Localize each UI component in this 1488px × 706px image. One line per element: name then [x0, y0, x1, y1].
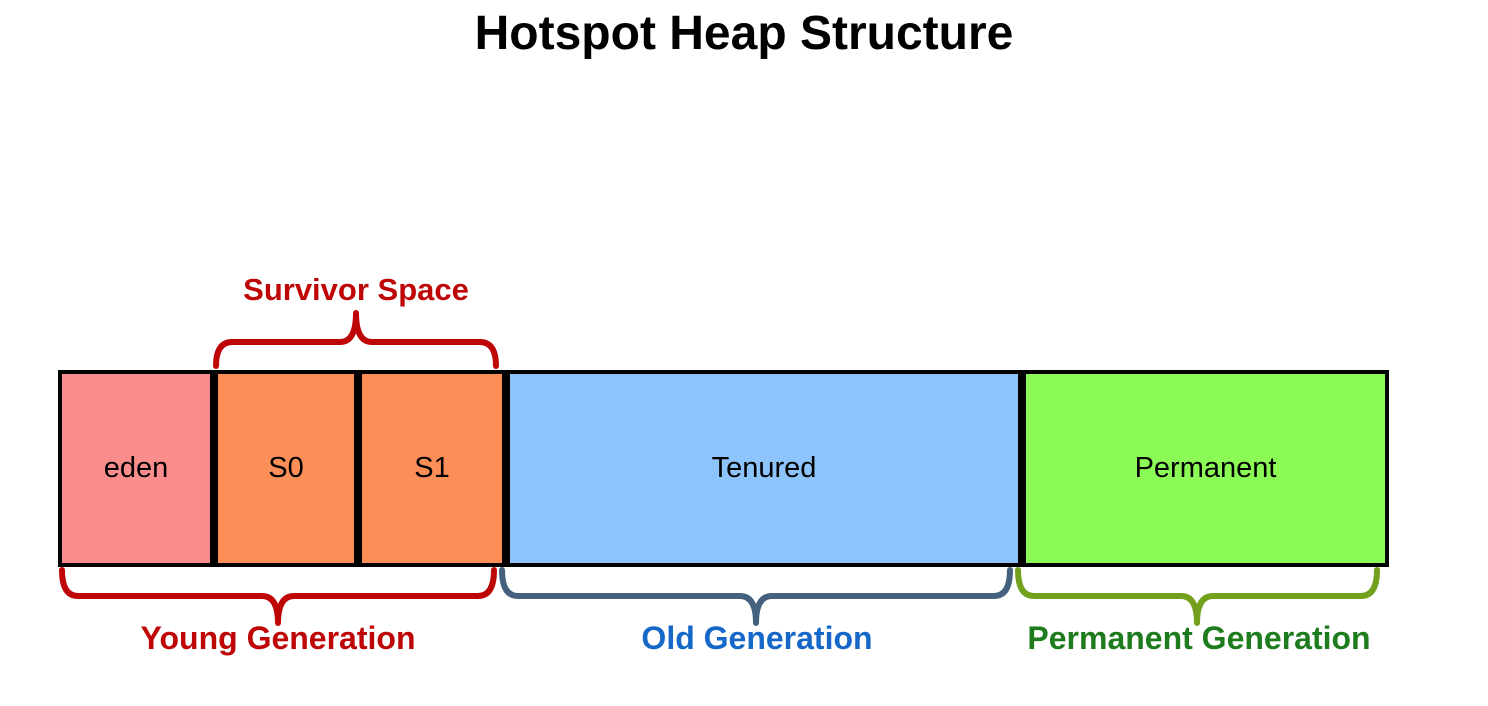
old-generation-brace: [499, 567, 1013, 626]
region-s1: S1: [358, 370, 506, 567]
region-tenured-label: Tenured: [711, 452, 817, 484]
heap-bar: eden S0 S1 Tenured Permanent: [58, 370, 1389, 567]
region-eden: eden: [58, 370, 214, 567]
region-eden-label: eden: [103, 452, 169, 484]
region-permanent-label: Permanent: [1134, 452, 1277, 484]
survivor-space-label: Survivor Space: [243, 272, 469, 307]
young-generation-brace: [59, 567, 497, 626]
region-permanent: Permanent: [1022, 370, 1389, 567]
region-s0: S0: [214, 370, 358, 567]
permanent-generation-label: Permanent Generation: [1027, 620, 1371, 656]
survivor-space-brace: [213, 310, 499, 369]
region-s1-label: S1: [414, 452, 450, 484]
region-s0-label: S0: [268, 452, 304, 484]
permanent-generation-brace: [1015, 567, 1380, 626]
region-tenured: Tenured: [506, 370, 1022, 567]
young-generation-label: Young Generation: [140, 620, 416, 656]
old-generation-label: Old Generation: [641, 620, 873, 656]
diagram-title: Hotspot Heap Structure: [474, 7, 1014, 60]
